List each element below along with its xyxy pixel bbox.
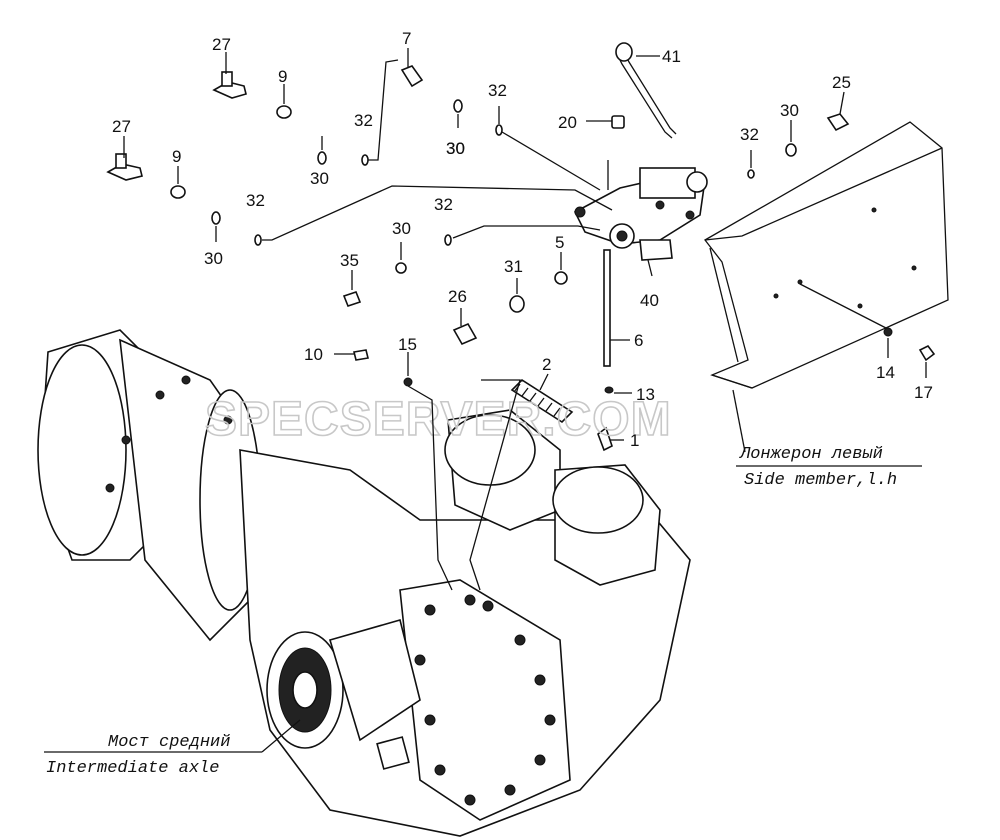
callout-32: 32 xyxy=(740,125,759,144)
valve-assembly-illustration xyxy=(573,167,708,261)
callout-2: 2 xyxy=(542,355,551,374)
caption-axle-en: Intermediate axle xyxy=(46,759,219,778)
callout-9: 9 xyxy=(172,147,181,166)
callout-32: 32 xyxy=(434,195,453,214)
callout-30: 30 xyxy=(780,101,799,120)
callout-25: 25 xyxy=(832,73,851,92)
callout-41: 41 xyxy=(662,47,681,66)
intermediate-axle-illustration xyxy=(37,329,691,837)
callout-27: 27 xyxy=(112,117,131,136)
side-member-illustration xyxy=(704,121,949,389)
callout-5: 5 xyxy=(555,233,564,252)
caption-side-member-ru: Лонжерон левый xyxy=(739,445,883,464)
callout-30: 30 xyxy=(392,219,411,238)
callout-1: 1 xyxy=(630,431,639,450)
callout-15: 15 xyxy=(398,335,417,354)
callout-6: 6 xyxy=(634,331,643,350)
leader-lines xyxy=(44,48,927,753)
callout-27: 27 xyxy=(212,35,231,54)
callout-labels: 27 9 7 32 30 30 32 20 41 25 30 32 27 9 3… xyxy=(112,29,933,450)
callout-31: 31 xyxy=(504,257,523,276)
callout-40: 40 xyxy=(640,291,659,310)
fitting-41 xyxy=(615,42,633,62)
callout-26: 26 xyxy=(448,287,467,306)
caption-axle-ru: Мост средний xyxy=(108,733,230,752)
callout-14: 14 xyxy=(876,363,895,382)
callout-30: 30 xyxy=(310,169,329,188)
watermark: SPECSERVER.COM xyxy=(205,393,672,446)
caption-side-member-en: Side member,l.h xyxy=(744,471,897,490)
callout-13: 13 xyxy=(636,385,655,404)
callout-17: 17 xyxy=(914,383,933,402)
callout-10: 10 xyxy=(304,345,323,364)
callout-32: 32 xyxy=(354,111,373,130)
fittings-and-seals xyxy=(106,65,936,452)
callout-9: 9 xyxy=(278,67,287,86)
callout-35: 35 xyxy=(340,251,359,270)
callout-30: 30 xyxy=(446,139,465,158)
callout-30: 30 xyxy=(446,139,465,158)
callout-32: 32 xyxy=(246,191,265,210)
callout-20: 20 xyxy=(558,113,577,132)
callout-7: 7 xyxy=(402,29,411,48)
callout-30: 30 xyxy=(204,249,223,268)
callout-32: 32 xyxy=(488,81,507,100)
rod-6 xyxy=(603,249,611,367)
